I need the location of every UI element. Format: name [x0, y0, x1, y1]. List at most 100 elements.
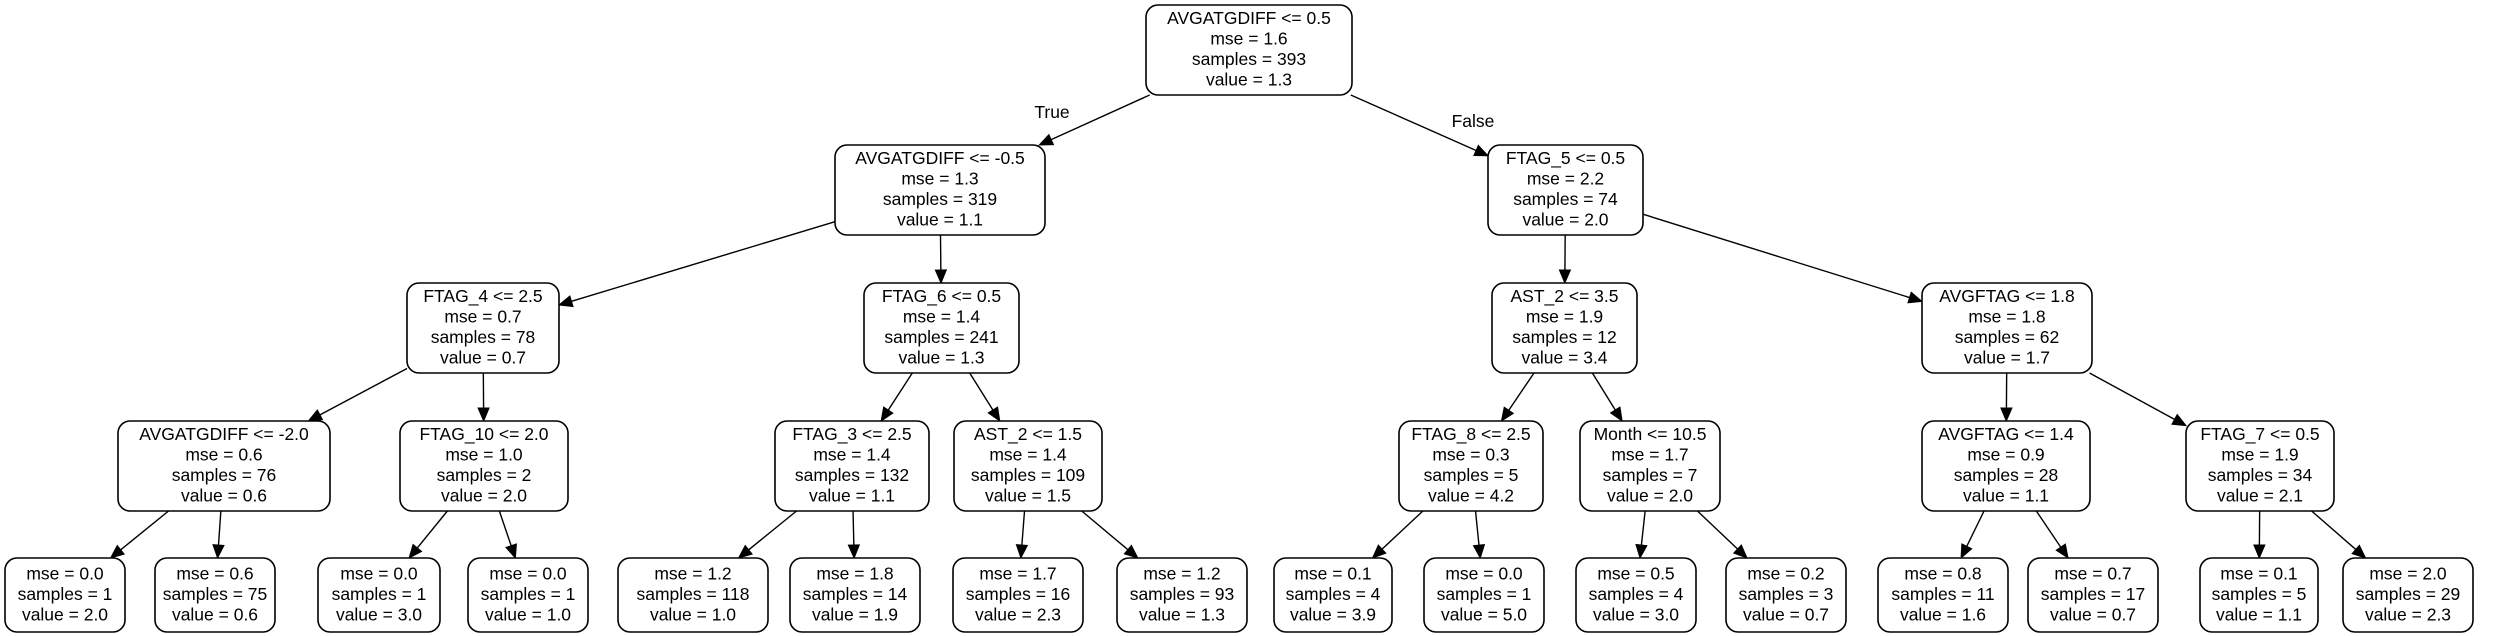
node-box [1579, 420, 1721, 512]
edge-n5-n12 [1591, 372, 1623, 423]
edge-n11-l10 [1472, 510, 1486, 560]
value-text: value = 3.4 [1521, 348, 1607, 368]
samples-text: samples = 62 [1955, 327, 2060, 347]
value-text: value = 3.0 [336, 604, 422, 624]
edge-n14-l15 [2253, 510, 2266, 560]
value-text: value = 3.9 [1290, 604, 1376, 624]
value-text: value = 1.5 [985, 486, 1071, 506]
value-text: value = 2.3 [975, 604, 1061, 624]
edge-n0-n2: False [1350, 94, 1494, 157]
value-text: value = 1.3 [1206, 70, 1292, 90]
mse-text: mse = 0.0 [26, 563, 104, 583]
samples-text: samples = 241 [884, 327, 998, 347]
edge-n3-n8 [477, 372, 490, 423]
value-text: value = 0.6 [172, 604, 258, 624]
edge-n0-n1: True [1034, 94, 1150, 146]
node-box [1491, 282, 1638, 374]
samples-text: samples = 1 [332, 584, 427, 604]
edge-n7-l2 [212, 510, 225, 560]
samples-text: samples = 109 [971, 465, 1085, 485]
arrowhead [737, 544, 754, 559]
edge-n6-n13 [2000, 372, 2013, 423]
edge-line [1591, 372, 1616, 411]
split-condition: AVGATGDIFF <= 0.5 [1167, 8, 1331, 28]
mse-text: mse = 0.0 [1445, 563, 1523, 583]
samples-text: samples = 1 [1437, 584, 1532, 604]
mse-text: mse = 0.2 [1747, 563, 1824, 583]
arrowhead [477, 407, 490, 423]
edge-n5-n11 [1500, 372, 1535, 423]
edge-n4-n9 [880, 372, 913, 423]
arrowhead [1635, 543, 1648, 560]
edge-n2-n5 [1558, 234, 1572, 285]
node-box [117, 420, 331, 512]
value-text: value = 1.7 [1964, 348, 2050, 368]
arrowhead [109, 544, 126, 559]
samples-text: samples = 78 [431, 327, 536, 347]
edge-n10-l7 [1015, 510, 1029, 560]
node-box [1116, 557, 1248, 633]
node-box [953, 420, 1103, 512]
node-box [1921, 420, 2091, 512]
split-condition: FTAG_8 <= 2.5 [1411, 424, 1530, 445]
arrowhead [2171, 413, 2188, 427]
node-box [863, 282, 1020, 374]
value-text: value = 0.7 [1743, 604, 1829, 624]
split-condition: FTAG_3 <= 2.5 [792, 424, 911, 445]
value-text: value = 0.6 [181, 486, 267, 506]
samples-text: samples = 29 [2356, 584, 2461, 604]
node-box [317, 557, 441, 633]
node-box [834, 144, 1046, 236]
node-box [2185, 420, 2335, 512]
split-condition: AST_2 <= 1.5 [974, 424, 1082, 445]
value-text: value = 2.0 [1522, 210, 1608, 230]
node-box [1145, 4, 1353, 96]
arrowhead [987, 406, 1001, 423]
arrowhead [2055, 543, 2069, 560]
node-box [1487, 144, 1644, 236]
edge-line [1021, 510, 1026, 546]
split-condition: Month <= 10.5 [1594, 424, 1707, 444]
arrowhead [880, 406, 894, 423]
edge-n9-l5 [737, 510, 797, 559]
edge-n3-n7 [307, 367, 408, 422]
value-text: value = 5.0 [1441, 604, 1527, 624]
mse-text: mse = 0.7 [2054, 563, 2131, 583]
arrowhead [408, 543, 423, 559]
node-box [4, 557, 126, 633]
value-text: value = 4.2 [1428, 486, 1514, 506]
edge-n14-l16 [2311, 510, 2367, 559]
mse-text: mse = 1.7 [979, 563, 1056, 583]
mse-text: mse = 0.0 [340, 563, 418, 583]
samples-text: samples = 118 [636, 584, 749, 604]
split-condition: FTAG_4 <= 2.5 [423, 286, 542, 307]
edge-n8-l3 [408, 510, 448, 559]
samples-text: samples = 28 [1954, 465, 2059, 485]
value-text: value = 2.0 [441, 486, 527, 506]
samples-text: samples = 14 [803, 584, 908, 604]
edge-n4-n10 [969, 372, 1001, 423]
node-box [2027, 557, 2159, 633]
edge-line [498, 510, 512, 546]
value-text: value = 3.0 [1593, 604, 1679, 624]
edge-line [887, 372, 913, 411]
arrowhead [1500, 406, 1515, 423]
mse-text: mse = 0.6 [185, 445, 262, 465]
edge-n11-l9 [1371, 510, 1424, 559]
edge-line [2035, 510, 2062, 548]
arrowhead [1907, 291, 1924, 304]
samples-text: samples = 319 [883, 189, 997, 209]
value-text: value = 2.3 [2365, 604, 2451, 624]
node-box [406, 282, 560, 374]
